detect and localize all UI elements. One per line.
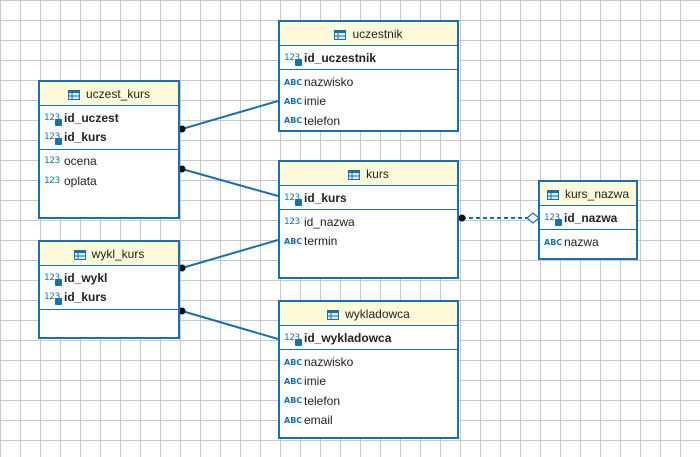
numeric-type-icon: 123 [44,175,60,186]
table-icon [334,29,347,40]
relation-end-dot [458,214,466,222]
text-type-icon: ABC [284,376,303,386]
entity-header: wykl_kurs [40,242,178,266]
column-name: id_nazwa [564,210,618,225]
table-icon [327,309,340,320]
numeric-key-icon: 123 [44,273,64,286]
column-name: imie [304,94,327,109]
numeric-key-icon: 123 [284,53,304,66]
column-row[interactable]: 123 id_nazwa [280,212,457,231]
column-name: id_uczest [64,110,119,125]
column-name: termin [304,234,338,249]
relation-uczest-kurs-kurs[interactable] [181,168,279,197]
column-name: telefon [304,393,341,408]
text-type-icon: ABC [284,96,303,106]
empty-attributes-section [40,308,178,342]
column-name: nazwisko [304,75,354,90]
text-type-icon: ABC [284,236,303,246]
relation-wykl-kurs-kurs[interactable] [181,239,279,269]
numeric-key-icon: 123 [44,113,64,126]
column-row[interactable]: 123 oplata [40,171,178,190]
numeric-key-icon: 123 [44,292,64,306]
table-icon [348,169,361,180]
relation-wykl-kurs-wykladowca[interactable] [181,310,279,340]
entity-title: uczestnik [352,26,403,41]
entity-header: kurs [280,162,457,186]
numeric-key-icon: 123 [44,132,64,146]
column-row[interactable]: 123 ocena [40,152,178,171]
entity-header: uczestnik [280,22,457,46]
numeric-key-icon: 123 [544,213,564,226]
column-name: id_wykl [64,270,108,285]
entity-title: kurs [366,166,389,181]
text-type-icon: ABC [284,116,303,126]
column-name: id_kurs [304,190,347,205]
column-name: email [304,413,333,428]
column-name: id_nazwa [304,215,355,230]
column-name: id_kurs [64,290,107,305]
table-icon [73,249,86,260]
text-type-icon: ABC [284,396,303,406]
column-name: id_kurs [64,130,107,145]
entity-header: uczest_kurs [40,82,178,106]
column-name: telefon [304,113,341,128]
column-name: nazwisko [304,355,354,370]
entity-title: wykl_kurs [91,246,145,261]
entity-header: wykladowca [280,302,457,326]
column-name: id_wykladowca [304,330,392,345]
table-icon [546,189,559,200]
column-name: nazwa [564,235,599,250]
numeric-type-icon: 123 [284,217,300,228]
text-type-icon: ABC [284,77,303,87]
text-type-icon: ABC [284,357,303,367]
entity-header: kurs_nazwa [540,182,636,206]
text-type-icon: ABC [284,415,303,425]
entity-title: uczest_kurs [85,86,151,101]
table-icon [67,89,80,100]
column-name: oplata [64,173,97,188]
column-name: ocena [64,154,97,169]
numeric-type-icon: 123 [44,156,60,167]
text-type-icon: ABC [544,237,563,247]
numeric-key-icon: 123 [284,193,304,206]
column-name: imie [304,374,327,389]
numeric-key-icon: 123 [284,333,304,346]
column-name: id_uczestnik [304,50,377,65]
entity-title: kurs_nazwa [564,186,630,201]
relation-uczest-kurs-uczestnik[interactable] [181,100,279,130]
entity-title: wykladowca [345,306,410,321]
